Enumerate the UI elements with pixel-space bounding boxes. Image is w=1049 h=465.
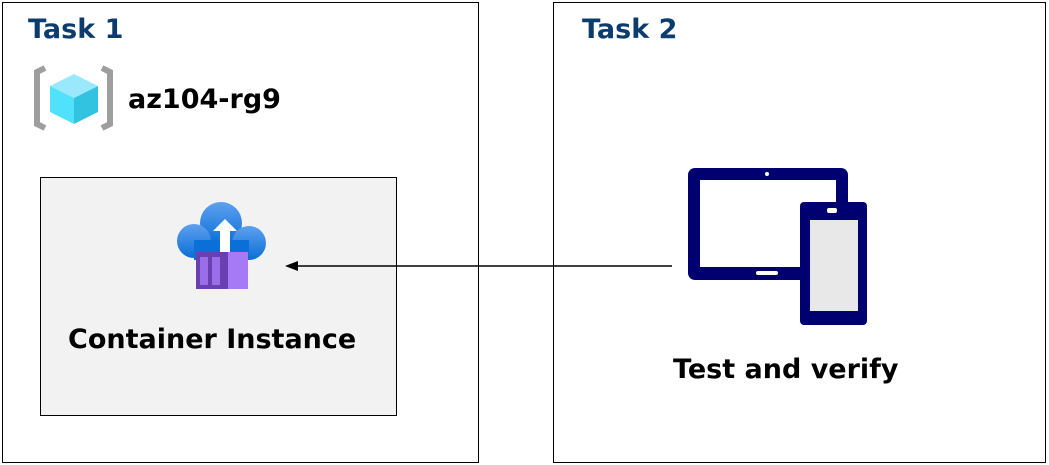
resource-group-icon <box>34 65 113 131</box>
container-instance-label: Container Instance <box>68 324 357 355</box>
task1-title: Task 1 <box>28 14 124 45</box>
resource-group-label: az104-rg9 <box>128 84 281 115</box>
test-verify-label: Test and verify <box>673 354 899 385</box>
tablet-phone-icon <box>688 168 867 325</box>
task2-title: Task 2 <box>582 14 678 45</box>
container-instance-icon <box>177 202 266 289</box>
arrow-task2-to-container <box>285 261 672 271</box>
